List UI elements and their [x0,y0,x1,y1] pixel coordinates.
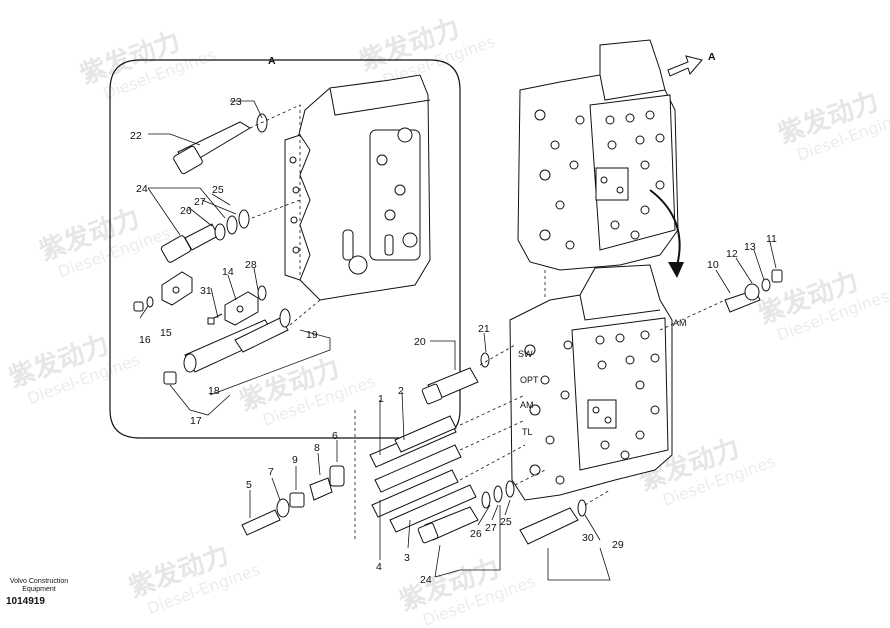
main-parts [241,269,783,545]
callout-12: 12 [726,248,738,260]
watermark-layer: 紫发动力 Diesel-Engines 紫发动力 Diesel-Engines … [5,12,890,628]
callout-24-lower: 24 [420,574,432,586]
port-label: AM [520,400,534,410]
port-labels: SW OPT AM TL AM [518,318,687,437]
callout-14: 14 [222,266,234,278]
leader-lines [139,100,777,581]
callout-31: 31 [200,285,212,297]
detail-valve-block [284,74,431,301]
callout-17: 17 [190,415,202,427]
callout-3: 3 [404,552,410,564]
callout-27-lower: 27 [485,522,497,534]
callout-28: 28 [245,259,257,271]
callout-25-lower: 25 [500,516,512,528]
callout-9: 9 [292,454,298,466]
callout-18: 18 [208,385,220,397]
detail-label: A [268,55,276,67]
callout-7: 7 [268,466,274,478]
port-label: OPT [520,375,539,385]
part-number: 1014919 [6,596,45,607]
callout-5: 5 [246,479,252,491]
view-direction-arrow [667,55,703,77]
port-label: AM [673,318,687,328]
port-label: TL [522,427,533,437]
company-line-1: Volvo Construction [9,578,69,585]
callout-6: 6 [332,430,338,442]
callout-16: 16 [139,334,151,346]
callout-19: 19 [306,329,318,341]
callout-23: 23 [230,96,242,108]
callout-8: 8 [314,442,320,454]
callout-numbers: 1 2 3 4 5 6 7 8 9 10 11 12 13 14 15 16 1… [130,96,777,586]
callout-26-lower: 26 [470,528,482,540]
callout-22: 22 [130,130,142,142]
callout-30: 30 [582,532,594,544]
guide-lines [249,104,726,540]
view-arrow-label: A [708,51,716,63]
callout-2: 2 [398,385,404,397]
callout-11: 11 [766,233,777,245]
callout-1: 1 [378,393,384,405]
rotation-arrowhead [668,262,684,278]
lower-valve-block [509,264,673,501]
callout-10: 10 [707,259,719,271]
callout-27: 27 [194,196,206,208]
port-label: SW [518,349,533,359]
company-caption: Volvo Construction Equipment [4,578,74,594]
rotation-arrow [649,189,681,271]
detail-parts [133,113,291,385]
callout-24: 24 [136,183,148,195]
company-line-2: Equipment [22,586,56,593]
upper-valve-block [517,39,679,271]
callout-20: 20 [414,336,426,348]
callout-21: 21 [478,323,490,335]
callout-25: 25 [212,184,224,196]
callout-26: 26 [180,205,192,217]
callout-13: 13 [744,241,756,253]
callout-4: 4 [376,561,382,573]
callout-29: 29 [612,539,624,551]
callout-15: 15 [160,327,172,339]
